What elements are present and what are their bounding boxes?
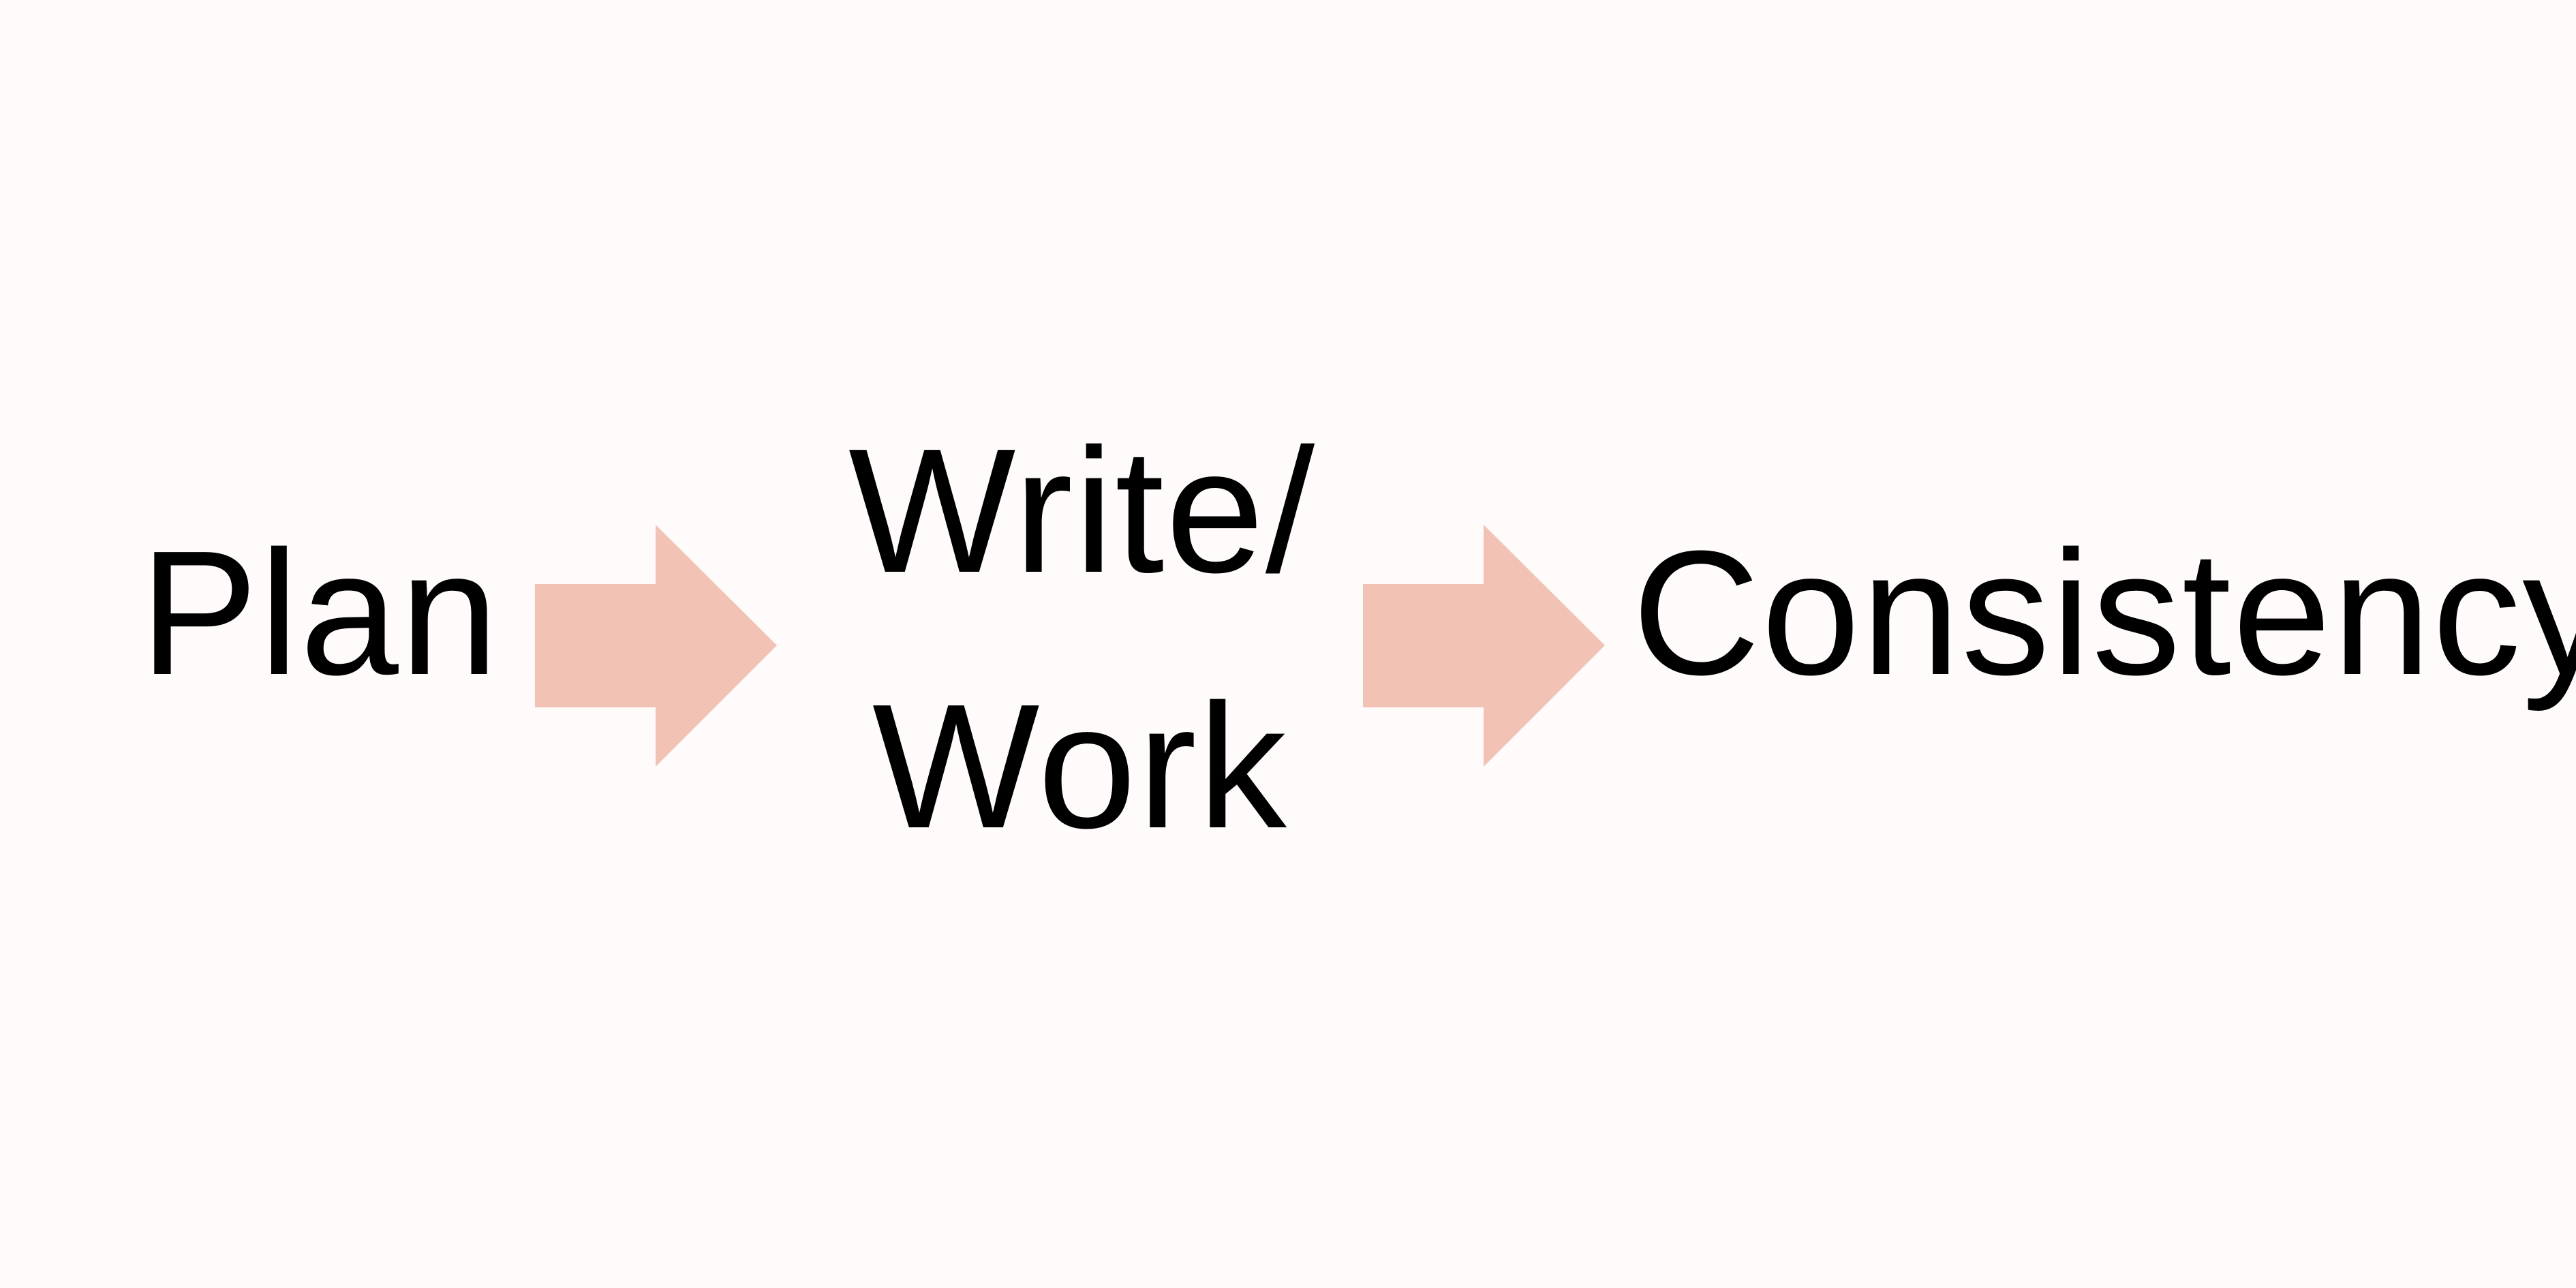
step-write-label-line1: Write/ xyxy=(848,412,1317,610)
step-consistency-label: Consistency xyxy=(1632,515,2576,712)
right-arrow-shape xyxy=(1363,525,1605,767)
right-arrow-icon xyxy=(1363,525,1605,767)
step-work-label-line2: Work xyxy=(872,668,1288,865)
right-arrow-icon xyxy=(535,525,777,767)
right-arrow-shape xyxy=(535,525,777,767)
step-plan-label: Plan xyxy=(140,515,500,712)
